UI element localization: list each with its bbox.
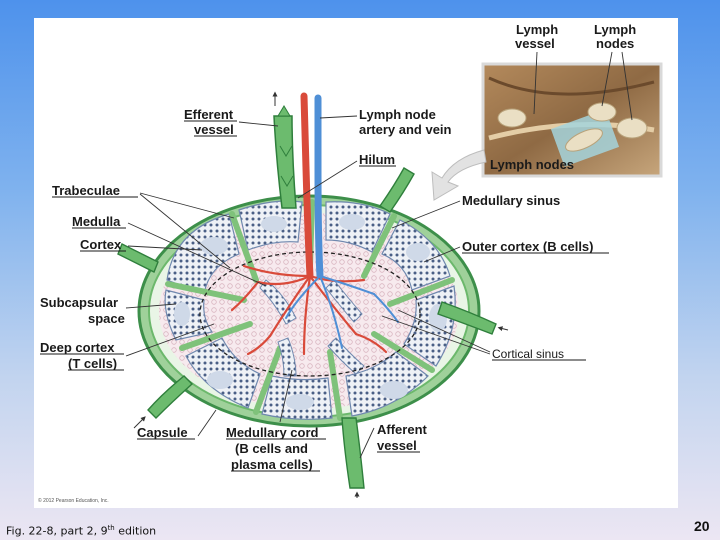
zoom-arrow xyxy=(431,149,487,201)
afferent-vessels xyxy=(117,167,497,489)
page-number: 20 xyxy=(694,518,710,534)
medullary-cords xyxy=(259,279,365,377)
label-artery-vein-2: artery and vein xyxy=(359,122,452,137)
photo-node-2 xyxy=(587,102,617,122)
afferent-arrows xyxy=(133,326,509,498)
label-subcapsular-1: Subcapsular xyxy=(40,295,118,310)
figure-caption: Fig. 22-8, part 2, 9th edition xyxy=(6,524,156,538)
label-hilum: Hilum xyxy=(359,152,395,167)
caption-text: Fig. 22-8, part 2, 9 xyxy=(6,524,108,538)
figure-panel: Lymph nodes Lymph vessel Lymph nodes Eff… xyxy=(34,18,678,508)
photo-inset: Lymph nodes xyxy=(481,62,663,178)
label-afferent-1: Afferent xyxy=(377,422,428,437)
label-efferent-2: vessel xyxy=(194,122,234,137)
label-efferent-1: Efferent xyxy=(184,107,234,122)
efferent-vessel xyxy=(272,91,297,209)
label-medullary-sinus: Medullary sinus xyxy=(462,193,560,208)
label-capsule: Capsule xyxy=(137,425,188,440)
label-trabeculae: Trabeculae xyxy=(52,183,120,198)
label-subcapsular-2: space xyxy=(88,311,125,326)
label-medullary-cord-3: plasma cells) xyxy=(231,457,313,472)
label-medullary-cord-2: (B cells and xyxy=(235,441,308,456)
caption-superscript: th xyxy=(107,524,115,532)
label-medulla: Medulla xyxy=(72,214,121,229)
photo-node-1 xyxy=(497,108,527,128)
label-deep-cortex-2: (T cells) xyxy=(68,356,117,371)
labels: Lymph vessel Lymph nodes Efferent vessel… xyxy=(40,22,636,472)
photo-node-4 xyxy=(565,128,603,152)
label-cortex: Cortex xyxy=(80,237,122,252)
label-artery-vein-1: Lymph node xyxy=(359,107,436,122)
caption-suffix: edition xyxy=(114,524,157,538)
deep-cortex-boundary xyxy=(199,251,421,377)
lymph-node-diagram: Lymph nodes Lymph vessel Lymph nodes Eff… xyxy=(38,22,663,504)
label-deep-cortex-1: Deep cortex xyxy=(40,340,115,355)
label-lymph-nodes-1: Lymph xyxy=(594,22,636,37)
label-lymph-vessel-1: Lymph xyxy=(516,22,558,37)
label-afferent-2: vessel xyxy=(377,438,417,453)
leader-lines xyxy=(125,51,633,459)
label-medullary-cord-1: Medullary cord xyxy=(226,425,319,440)
copyright-text: © 2012 Pearson Education, Inc. xyxy=(38,497,109,504)
label-outer-cortex: Outer cortex (B cells) xyxy=(462,239,594,254)
label-lymph-nodes-photo: Lymph nodes xyxy=(490,157,574,172)
label-cortical-sinus: Cortical sinus xyxy=(492,347,564,361)
label-lymph-vessel-2: vessel xyxy=(515,36,555,51)
photo-node-3 xyxy=(616,117,648,139)
blood-vessels xyxy=(230,92,399,356)
label-lymph-nodes-2: nodes xyxy=(596,36,634,51)
